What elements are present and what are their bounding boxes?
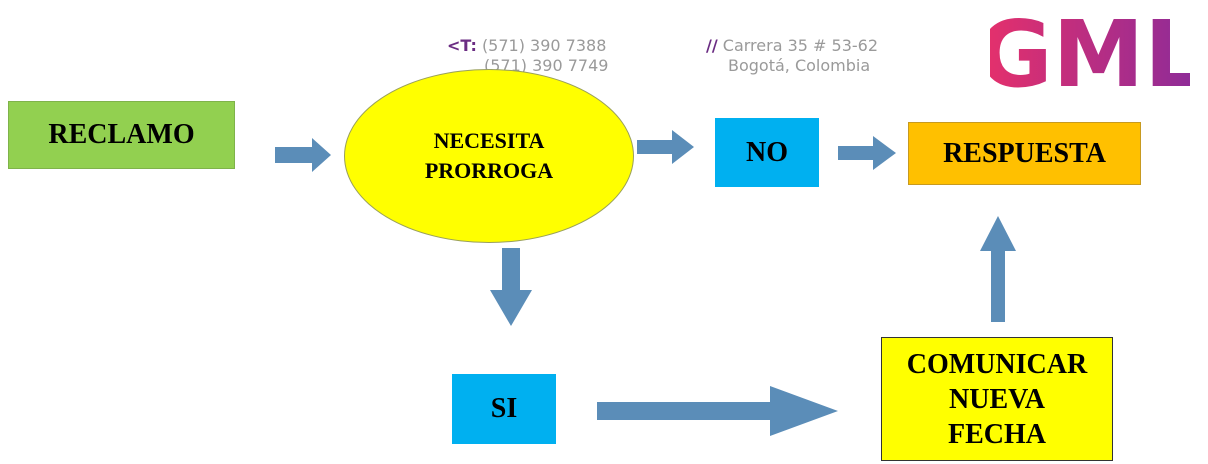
phone-1: (571) 390 7388 — [481, 36, 607, 55]
arrow-si-comunicar — [597, 386, 838, 436]
node-necesita-label-1: NECESITA — [433, 128, 545, 153]
node-comunicar-nueva-fecha: COMUNICAR NUEVA FECHA — [881, 337, 1113, 461]
node-reclamo: RECLAMO — [8, 101, 235, 169]
node-no-label: NO — [746, 136, 788, 168]
logo-text: GML — [990, 6, 1190, 96]
node-reclamo-label: RECLAMO — [48, 119, 195, 150]
arrow-comunicar-respuesta — [980, 216, 1016, 322]
gml-logo-graphic: GML — [977, 1, 1203, 108]
node-necesita-label-2: PRORROGA — [424, 158, 554, 183]
node-no: NO — [715, 118, 819, 187]
arrow-reclamo-necesita — [275, 138, 331, 172]
node-respuesta: RESPUESTA — [908, 122, 1141, 185]
arrow-necesita-si — [490, 248, 532, 326]
address-1: Carrera 35 # 53-62 — [722, 36, 879, 55]
node-si: SI — [452, 374, 556, 444]
phone-prefix: <T: — [447, 36, 477, 55]
address-block: // Carrera 35 # 53-62 Bogotá, Colombia — [706, 36, 878, 76]
arrow-necesita-no — [637, 130, 694, 164]
node-comunicar-label-3: FECHA — [948, 418, 1046, 450]
node-necesita-prorroga: NECESITA PRORROGA — [344, 69, 634, 243]
arrow-no-respuesta — [838, 136, 896, 170]
node-si-label: SI — [490, 393, 518, 424]
node-comunicar-label-1: COMUNICAR — [906, 348, 1088, 380]
node-comunicar-label-2: NUEVA — [949, 383, 1045, 415]
gml-logo: GML — [977, 1, 1203, 108]
node-respuesta-label: RESPUESTA — [943, 137, 1106, 169]
address-prefix: // — [706, 36, 718, 55]
address-2: Bogotá, Colombia — [728, 56, 871, 75]
